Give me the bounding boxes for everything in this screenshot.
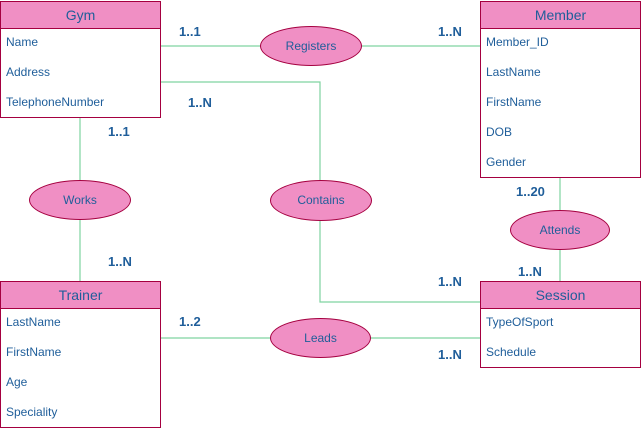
- cardinality-contains-gym: 1..N: [188, 95, 212, 110]
- gym-attribute-telephone: TelephoneNumber: [6, 95, 105, 109]
- registers-label: Registers: [285, 39, 337, 53]
- leads-label: Leads: [304, 331, 337, 345]
- cardinality-registers-gym: 1..1: [179, 24, 201, 39]
- cardinality-attends-session: 1..N: [518, 264, 542, 279]
- contains-label: Contains: [297, 193, 345, 207]
- cardinality-registers-member: 1..N: [438, 24, 462, 39]
- member-entity[interactable]: Member Member_ID LastName FirstName DOB …: [480, 1, 641, 178]
- attends-relationship[interactable]: Attends: [510, 210, 610, 250]
- works-relationship[interactable]: Works: [29, 180, 131, 220]
- gym-attribute-name: Name: [6, 35, 39, 49]
- gym-attribute-address: Address: [6, 65, 51, 79]
- trainer-attribute-age: Age: [6, 375, 28, 389]
- gym-entity-title: Gym: [1, 2, 160, 29]
- session-attribute-schedule: Schedule: [486, 345, 537, 359]
- contains-relationship[interactable]: Contains: [270, 180, 372, 221]
- member-attribute-dob: DOB: [486, 125, 513, 139]
- leads-relationship[interactable]: Leads: [270, 318, 371, 358]
- session-entity[interactable]: Session TypeOfSport Schedule: [480, 281, 641, 368]
- member-entity-title: Member: [481, 2, 640, 29]
- session-attribute-typeofsport: TypeOfSport: [486, 315, 554, 329]
- cardinality-leads-session: 1..N: [438, 347, 462, 362]
- member-attribute-lastname: LastName: [486, 65, 541, 79]
- gym-entity[interactable]: Gym Name Address TelephoneNumber: [0, 1, 161, 118]
- member-attribute-firstname: FirstName: [486, 95, 542, 109]
- trainer-entity-title: Trainer: [1, 282, 160, 309]
- contains-gym-line: [160, 81, 321, 181]
- cardinality-attends-member: 1..20: [516, 184, 545, 199]
- cardinality-works-gym: 1..1: [108, 124, 130, 139]
- cardinality-works-trainer: 1..N: [108, 254, 132, 269]
- member-attribute-id: Member_ID: [486, 35, 549, 49]
- cardinality-leads-trainer: 1..2: [179, 314, 201, 329]
- works-label: Works: [63, 193, 97, 207]
- contains-session-line: [319, 221, 481, 303]
- member-attribute-gender: Gender: [486, 155, 527, 169]
- session-entity-title: Session: [481, 282, 640, 309]
- registers-relationship[interactable]: Registers: [260, 26, 362, 66]
- cardinality-contains-session: 1..N: [438, 274, 462, 289]
- trainer-attribute-lastname: LastName: [6, 315, 61, 329]
- trainer-entity[interactable]: Trainer LastName FirstName Age Specialit…: [0, 281, 161, 428]
- trainer-attribute-firstname: FirstName: [6, 345, 62, 359]
- attends-label: Attends: [539, 223, 581, 237]
- trainer-attribute-speciality: Speciality: [6, 405, 58, 419]
